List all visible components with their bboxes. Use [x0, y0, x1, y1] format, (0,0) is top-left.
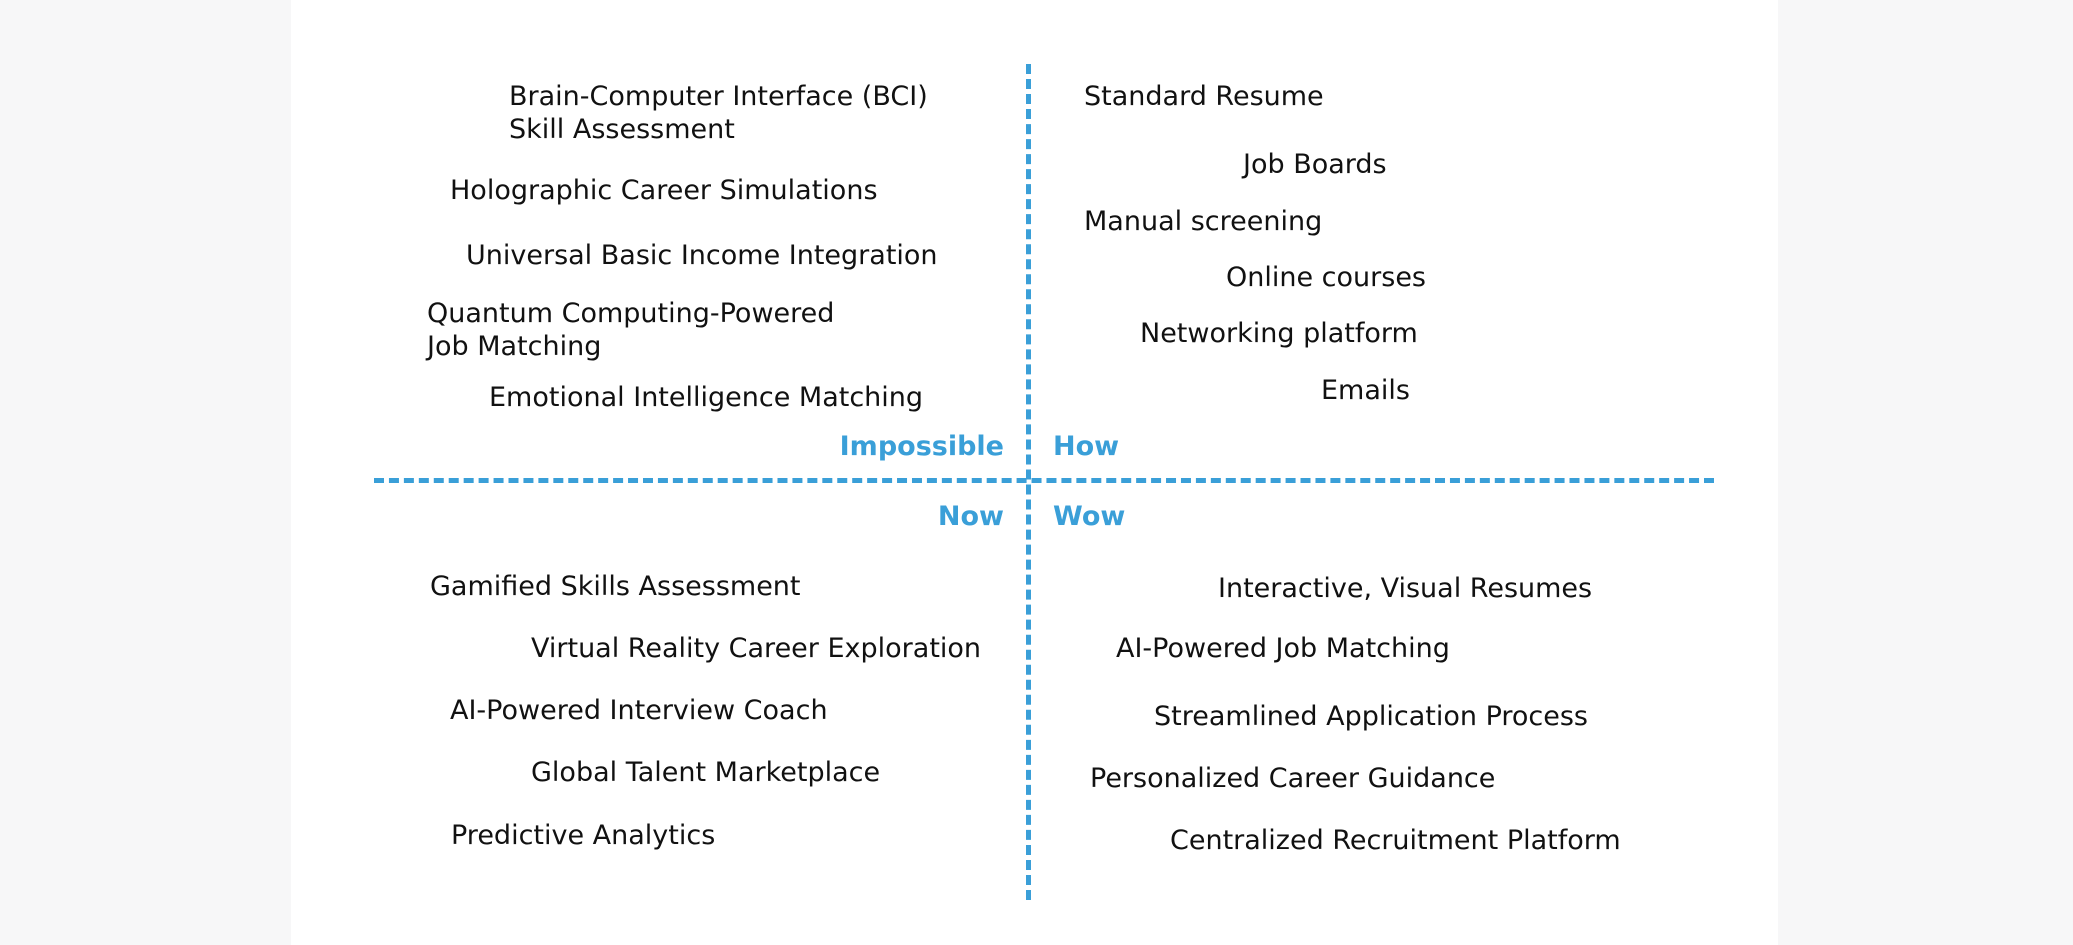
how-item-resume: Standard Resume: [1084, 81, 1324, 112]
impossible-item-holographic: Holographic Career Simulations: [450, 175, 878, 206]
how-item-networking: Networking platform: [1140, 318, 1418, 349]
how-item-manual-screening: Manual screening: [1084, 206, 1323, 237]
quadrant-label-how: How: [1053, 431, 1120, 462]
horizontal-axis-divider: [374, 478, 1714, 483]
impossible-item-emotional: Emotional Intelligence Matching: [489, 382, 924, 413]
wow-item-application-process: Streamlined Application Process: [1154, 701, 1589, 732]
how-item-job-boards: Job Boards: [1243, 149, 1387, 180]
now-item-gamified: Gamified Skills Assessment: [430, 571, 801, 602]
now-item-talent-marketplace: Global Talent Marketplace: [531, 757, 881, 788]
impossible-item-bci: Brain-Computer Interface (BCI): [509, 81, 928, 112]
now-item-interview-coach: AI-Powered Interview Coach: [450, 695, 828, 726]
diagram-canvas: [291, 0, 1778, 945]
impossible-item-bci-line2: Skill Assessment: [509, 114, 735, 145]
impossible-item-ubi: Universal Basic Income Integration: [466, 240, 938, 271]
wow-item-career-guidance: Personalized Career Guidance: [1090, 763, 1496, 794]
quadrant-label-now: Now: [937, 501, 1004, 532]
quadrant-label-impossible: Impossible: [839, 431, 1004, 462]
impossible-item-quantum-line2: Job Matching: [427, 331, 602, 362]
now-item-vr: Virtual Reality Career Exploration: [531, 633, 982, 664]
wow-item-job-matching: AI-Powered Job Matching: [1116, 633, 1450, 664]
wow-item-visual-resumes: Interactive, Visual Resumes: [1218, 573, 1593, 604]
now-item-predictive: Predictive Analytics: [451, 820, 716, 851]
impossible-item-quantum: Quantum Computing-Powered: [427, 298, 835, 329]
quadrant-label-wow: Wow: [1053, 501, 1126, 532]
wow-item-recruitment-platform: Centralized Recruitment Platform: [1170, 825, 1621, 856]
how-item-emails: Emails: [1321, 375, 1410, 406]
how-item-online-courses: Online courses: [1226, 262, 1426, 293]
